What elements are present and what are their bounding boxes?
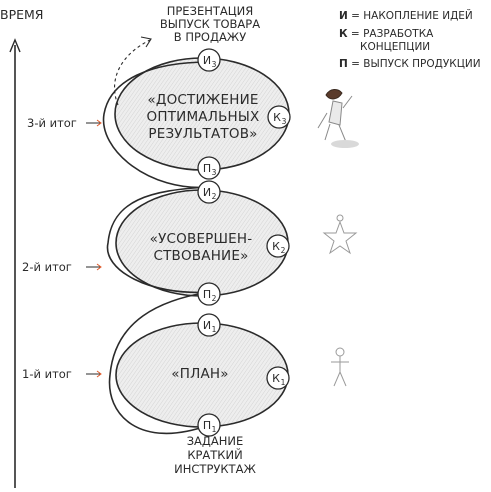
legend-letter: П [339,58,348,70]
dotted-arrow-presentation [114,39,151,106]
stage-label-1: «ПЛАН» [150,366,250,383]
node-letter: И [203,319,211,332]
node-circle [266,234,290,258]
bottom-caption-line: ЗАДАНИЕ [186,434,244,448]
node-circle [197,180,221,204]
legend-text: = ВЫПУСК ПРОДУКЦИИ [347,58,481,70]
legend-item-ideas: И = НАКОПЛЕНИЕ ИДЕЙ [339,10,473,22]
bottom-caption-line: КРАТКИЙ [187,448,243,462]
node-circle [197,48,221,72]
node-circle [197,313,221,337]
stage-label-line: ОПТИМАЛЬНЫХ [146,109,260,125]
node-index: 1 [212,425,217,434]
node-circle [197,156,221,180]
stage-label-2: «УСОВЕРШЕН- СТВОВАНИЕ» [138,231,264,265]
stage-label-line: «УСОВЕРШЕН- [149,231,253,247]
legend-item-concept: К = РАЗРАБОТКА [339,28,433,40]
legend-text: КОНЦЕПЦИИ [360,41,431,53]
stage-label-3: «ДОСТИЖЕНИЕ ОПТИМАЛЬНЫХ РЕЗУЛЬТАТОВ» [136,92,270,143]
node-letter: П [203,288,211,301]
milestone-label-3: 3-й итог [27,116,77,130]
top-caption-line: ВЫПУСК ТОВАРА [159,17,261,31]
legend-text: = НАКОПЛЕНИЕ ИДЕЙ [347,10,473,22]
legend-text: = РАЗРАБОТКА [347,28,434,40]
node-letter: П [203,419,211,432]
stage-label-line: «ПЛАН» [171,366,229,382]
node-circle [197,282,221,306]
dotted-arrow-head [140,36,152,48]
node-letter: П [203,162,211,175]
node-index: 1 [281,378,286,387]
figure-stick-person-icon [331,347,349,387]
spiral-connector [102,61,210,435]
figure-star-person-icon [322,214,358,255]
node-index: 3 [212,168,217,177]
top-caption-line: В ПРОДАЖУ [173,30,247,44]
bottom-caption: ЗАДАНИЕ КРАТКИЙ ИНСТРУКТАЖ [160,434,270,476]
stage-label-line: «ДОСТИЖЕНИЕ [147,92,259,108]
milestone-arrow-1 [86,370,102,378]
node-index: 2 [212,192,217,201]
top-caption: ПРЕЗЕНТАЦИЯ ВЫПУСК ТОВАРА В ПРОДАЖУ [147,5,273,44]
node-circle [266,366,290,390]
node-index: 2 [212,294,217,303]
node-index: 3 [282,117,287,126]
legend-item-concept-cont: КОНЦЕПЦИИ [360,41,430,53]
stage-label-line: СТВОВАНИЕ» [153,248,249,264]
node-letter: И [203,54,211,67]
legend-letter: К [339,28,348,40]
node-letter: К [272,240,280,253]
top-caption-line: ПРЕЗЕНТАЦИЯ [166,4,254,18]
node-letter: К [272,372,280,385]
figure-worker-icon [317,89,359,148]
legend-item-release: П = ВЫПУСК ПРОДУКЦИИ [339,58,481,70]
milestone-label-2: 2-й итог [22,260,72,274]
node-index: 2 [281,246,286,255]
node-index: 3 [212,60,217,69]
node-circle [197,413,221,437]
node-letter: И [203,186,211,199]
milestone-arrow-3 [86,119,102,127]
bottom-caption-line: ИНСТРУКТАЖ [174,462,256,476]
time-axis-arrowhead [9,38,21,53]
time-axis-label: ВРЕМЯ [0,7,44,22]
legend-letter: И [339,10,348,22]
milestone-arrow-2 [86,263,102,271]
node-index: 1 [212,325,217,334]
node-letter: К [273,111,281,124]
node-circle [267,105,291,129]
stage-label-line: РЕЗУЛЬТАТОВ» [148,126,258,142]
milestone-label-1: 1-й итог [22,367,72,381]
